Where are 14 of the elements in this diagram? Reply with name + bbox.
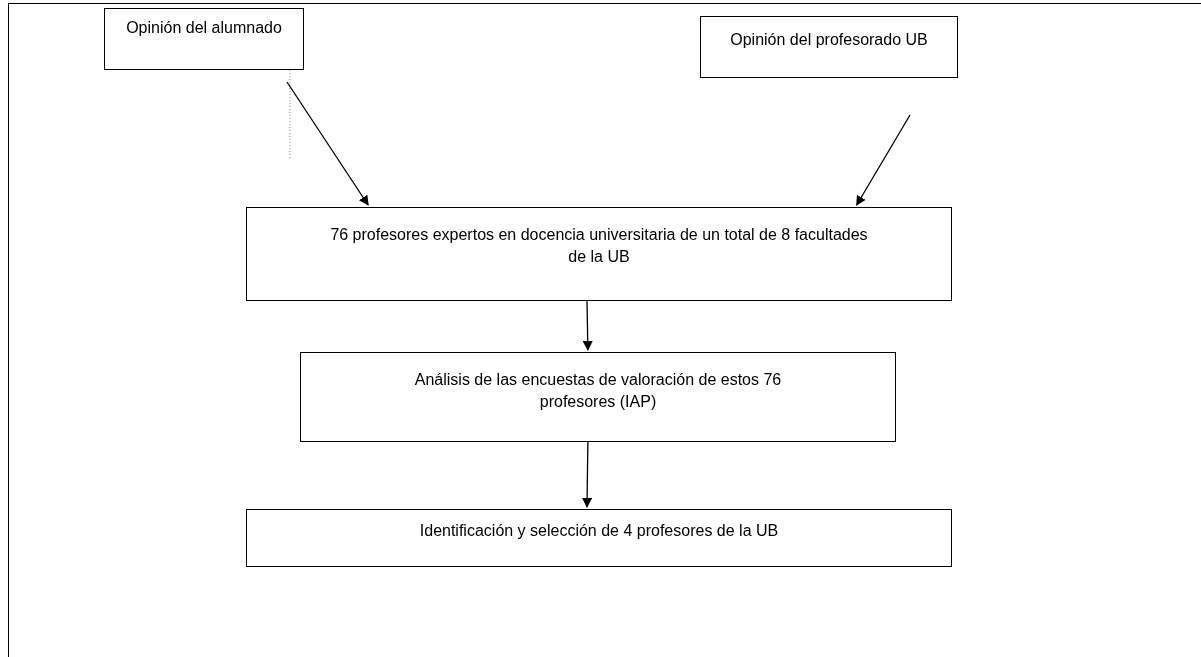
process-box (246, 207, 952, 301)
box-text: Opinión del alumnado (126, 18, 282, 38)
arrow (582, 300, 593, 351)
process-box (700, 16, 958, 78)
box-text: 76 profesores expertos en docencia universitaria de un total de 8 facultades de la UB (329, 225, 869, 267)
arrow (856, 114, 911, 206)
process-box (246, 509, 952, 567)
box-text: Identificación y selección de 4 profesores de la UB (419, 521, 779, 541)
box-text: Análisis de las encuestas de valoración de estos 76 profesores (IAP) (413, 370, 783, 412)
arrow (582, 441, 593, 508)
box-text: Opinión del profesorado UB (730, 30, 928, 50)
arrow (286, 81, 369, 206)
process-box (300, 352, 896, 442)
process-box (104, 8, 304, 70)
